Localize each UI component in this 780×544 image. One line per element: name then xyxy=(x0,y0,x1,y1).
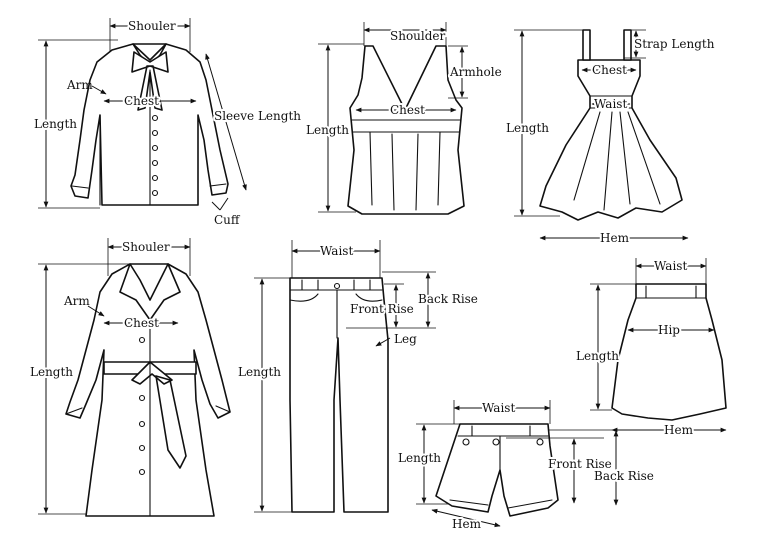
coat-length-label: Length xyxy=(30,365,73,379)
trousers-button xyxy=(333,282,341,290)
shorts-length-label: Length xyxy=(398,451,441,465)
trousers-dimension-lines xyxy=(254,240,436,513)
top-body xyxy=(347,45,465,215)
coat-shoulder-label: Shouler xyxy=(122,240,170,254)
shirt-dimension-lines xyxy=(38,18,247,211)
coat-diagram: Shouler Arm Chest Length xyxy=(28,238,231,517)
trousers-leg-label: Leg xyxy=(394,332,417,346)
shorts-hem-label: Hem xyxy=(452,517,482,531)
shorts-diagram: Waist Length Front Rise Back Rise Hem xyxy=(396,399,656,533)
dress-waistband xyxy=(589,95,633,109)
shirt-arm-label: Arm xyxy=(66,78,93,92)
shirt-buttons xyxy=(151,114,159,197)
top-chest-label: Chest xyxy=(390,103,425,117)
trousers-front-rise-label: Front Rise xyxy=(350,302,414,316)
top-length-label: Length xyxy=(306,123,349,137)
skirt-length-label: Length xyxy=(576,349,619,363)
shorts-buttons xyxy=(462,438,544,446)
trousers-waist-label: Waist xyxy=(320,244,353,258)
trousers-pockets xyxy=(289,293,383,302)
dress-skirt-folds xyxy=(573,111,661,211)
dress-strap-right xyxy=(623,29,632,61)
shirt-diagram: Shouler Arm Chest Length Sleeve Length C… xyxy=(32,17,303,227)
strap-dress-diagram: Strap Length Chest Waist Length Hem xyxy=(504,29,717,247)
dress-dimension-lines xyxy=(514,29,689,241)
skirt-diagram: Waist Hip Length Hem xyxy=(574,257,727,439)
skirt-body xyxy=(611,283,727,421)
skirt-waistband xyxy=(635,285,707,299)
shirt-chest-label: Chest xyxy=(124,94,159,108)
top-panel-seams xyxy=(369,131,441,211)
dress-waist-label: Waist xyxy=(594,97,627,111)
coat-belt-tie xyxy=(131,361,187,469)
shorts-waistband-and-cuffs xyxy=(449,435,553,509)
shirt-sleeve-length-label: Sleeve Length xyxy=(214,109,301,123)
trousers-back-rise-label: Back Rise xyxy=(418,292,478,306)
trousers-fly-and-loops xyxy=(301,279,371,339)
shorts-fly-and-loops xyxy=(471,425,531,471)
skirt-dimension-lines xyxy=(590,258,727,433)
dress-length-label: Length xyxy=(506,121,549,135)
coat-chest-label: Chest xyxy=(124,316,159,330)
shorts-dimension-lines xyxy=(416,400,620,528)
skirt-waist-label: Waist xyxy=(654,259,687,273)
shorts-front-rise-label: Front Rise xyxy=(548,457,612,471)
dress-strap-length-label: Strap Length xyxy=(634,37,715,51)
dress-hem-label: Hem xyxy=(600,231,630,245)
coat-dimension-lines xyxy=(38,238,191,515)
top-dimension-lines xyxy=(318,22,468,213)
coat-buttons xyxy=(138,336,146,476)
top-shoulder-label: Shoulder xyxy=(390,29,446,43)
trousers-diagram: Waist Back Rise Front Rise Leg Length xyxy=(236,240,480,513)
dress-chest-label: Chest xyxy=(592,63,627,77)
shorts-back-rise-label: Back Rise xyxy=(594,469,654,483)
skirt-hem-label: Hem xyxy=(664,423,694,437)
top-waistband xyxy=(351,119,461,133)
skirt-hip-label: Hip xyxy=(658,323,680,337)
shirt-cuff-label: Cuff xyxy=(214,213,241,227)
shirt-bow xyxy=(131,51,169,111)
dress-strap-left xyxy=(582,29,591,61)
coat-arm-label: Arm xyxy=(63,294,90,308)
coat-cuff-lines xyxy=(65,405,231,415)
top-armhole-label: Armhole xyxy=(449,65,502,79)
sleeveless-top-diagram: Shoulder Armhole Chest Length xyxy=(304,22,504,215)
trousers-length-label: Length xyxy=(238,365,281,379)
shirt-length-label: Length xyxy=(34,117,77,131)
shirt-shoulder-label: Shouler xyxy=(128,19,176,33)
shorts-body xyxy=(435,423,559,517)
dress-body xyxy=(539,59,683,221)
coat-collar xyxy=(119,263,181,321)
shorts-waist-label: Waist xyxy=(482,401,515,415)
